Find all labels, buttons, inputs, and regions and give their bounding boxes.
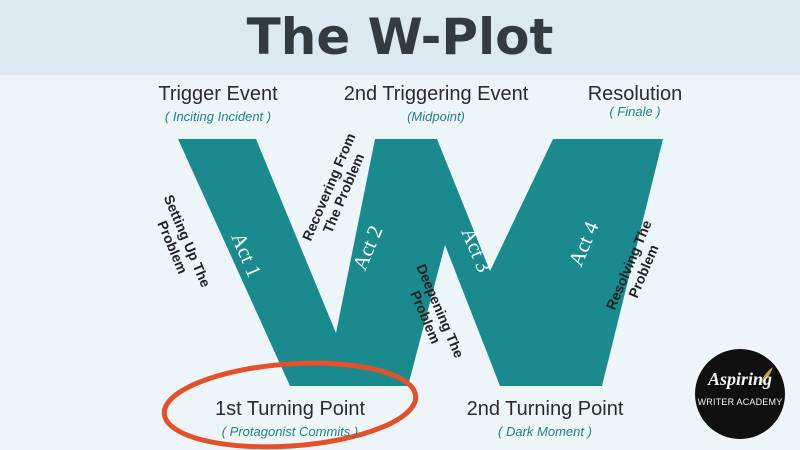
highlight-circle: [161, 360, 419, 450]
logo-word-writer-academy: WRITER ACADEMY: [697, 397, 783, 407]
aspiring-writer-academy-logo: Aspiring WRITER ACADEMY: [695, 349, 785, 439]
inciting-incident-label: ( Inciting Incident ): [164, 109, 272, 124]
trigger-event-label: Trigger Event: [158, 83, 278, 105]
finale-label: ( Finale ): [609, 104, 661, 119]
dark-moment-label: ( Dark Moment ): [498, 424, 592, 439]
w-shape: [178, 139, 663, 386]
page-title: The W-Plot: [246, 8, 554, 66]
second-turning-point-label: 2nd Turning Point: [466, 398, 624, 420]
protagonist-commits-label: ( Protagonist Commits ): [221, 424, 359, 439]
midpoint-label: (Midpoint): [407, 109, 465, 124]
logo-word-aspiring: Aspiring: [707, 369, 773, 389]
second-triggering-event-label: 2nd Triggering Event: [343, 83, 529, 105]
quill-icon: [758, 367, 773, 386]
resolution-label: Resolution: [587, 83, 683, 105]
first-turning-point-label: 1st Turning Point: [214, 398, 366, 420]
title-banner: [0, 0, 800, 75]
